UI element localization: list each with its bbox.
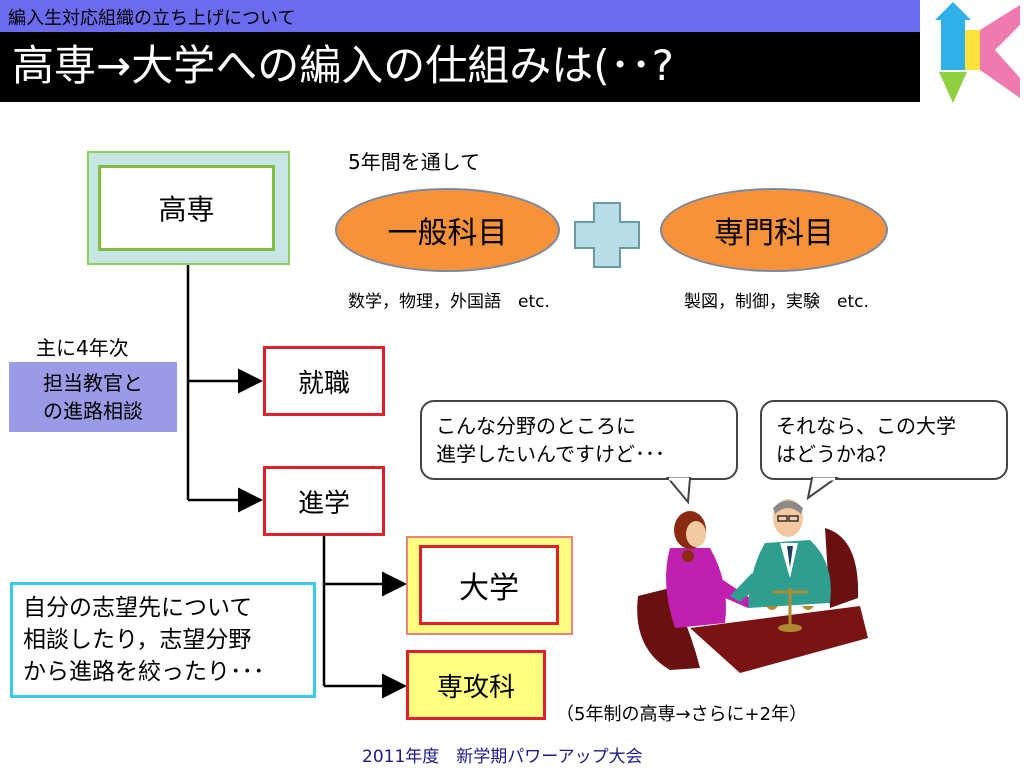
- student-speech-bubble: こんな分野のところに 進学したいんですけど･･･: [420, 400, 738, 480]
- title-bar: [0, 32, 920, 102]
- bubble1-line-1: こんな分野のところに: [436, 414, 636, 438]
- subtitle-bar: [0, 0, 920, 32]
- bubble1-line-2: 進学したいんですけど･･･: [436, 442, 665, 466]
- senkoka-note: （5年制の高専→さらに+2年）: [556, 704, 808, 725]
- ippan-kamoku-ellipse: 一般科目: [335, 188, 560, 272]
- consultation-illustration: [637, 499, 868, 673]
- university-box: 大学: [419, 545, 559, 625]
- footer-text: 2011年度 新学期パワーアップ大会: [362, 747, 643, 767]
- five-years-label: 5年間を通して: [348, 150, 481, 174]
- aspiration-line-1: 自分の志望先について: [23, 595, 253, 621]
- ippan-examples: 数学，物理，外国語 etc.: [348, 292, 550, 312]
- slide-title: 高専→大学への編入の仕組みは(･･?: [12, 41, 674, 90]
- senmon-kamoku-ellipse: 専門科目: [660, 188, 888, 272]
- aspiration-note-box: 自分の志望先について 相談したり，志望分野 から進路を絞ったり･･･: [10, 582, 316, 698]
- logo-icon: [935, 2, 1020, 103]
- counsel-line-2: の進路相談: [43, 399, 143, 423]
- mainly-4th-year-label: 主に4年次: [36, 336, 129, 360]
- aspiration-line-2: 相談したり，志望分野: [23, 627, 252, 653]
- counsel-box: 担当教官と の進路相談: [9, 362, 177, 432]
- bubble2-line-1: それなら、この大学: [776, 414, 956, 438]
- job-box: 就職: [263, 346, 385, 416]
- counsel-line-1: 担当教官と: [43, 371, 143, 395]
- senkoka-box: 専攻科: [406, 650, 546, 720]
- advance-box: 進学: [263, 466, 385, 536]
- bubble2-line-2: はどうかね？: [776, 442, 896, 466]
- teacher-speech-bubble: それなら、この大学 はどうかね？: [760, 400, 1008, 480]
- koosen-box: 高専: [98, 165, 275, 251]
- slide-subtitle: 編入生対応組織の立ち上げについて: [8, 8, 296, 29]
- senmon-examples: 製図，制御，実験 etc.: [684, 292, 869, 312]
- plus-icon: [574, 202, 640, 268]
- aspiration-line-3: から進路を絞ったり･･･: [23, 659, 265, 685]
